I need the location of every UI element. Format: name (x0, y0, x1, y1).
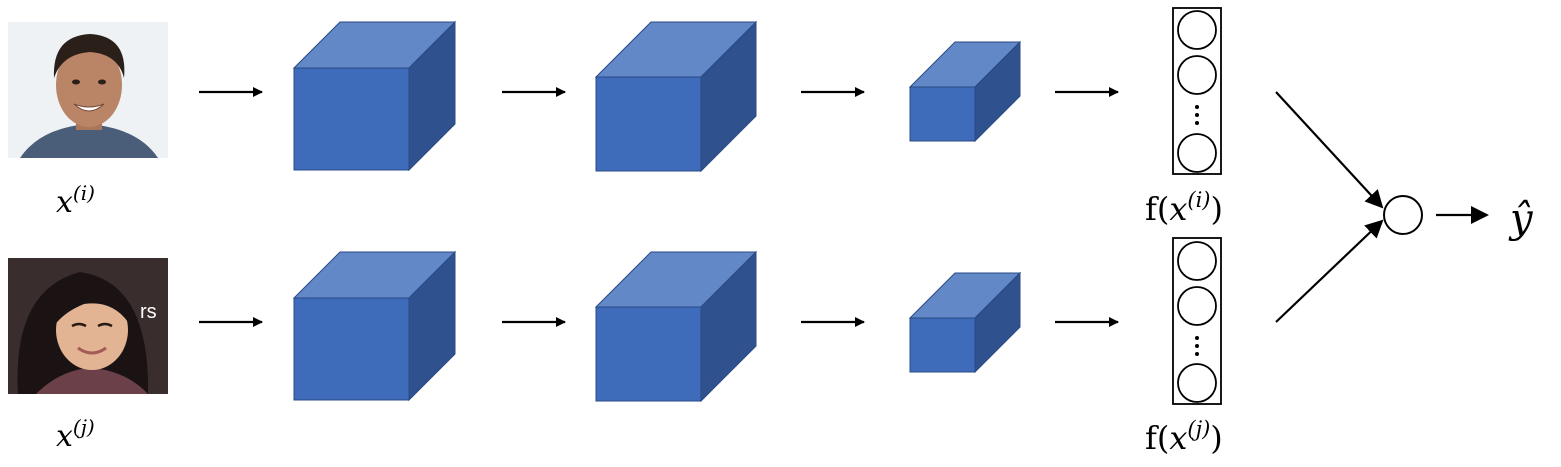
conv-block-3-top (908, 40, 1022, 143)
output-label-y-hat: ŷ (1508, 196, 1534, 242)
neuron-node (1177, 241, 1217, 281)
neuron-node (1177, 10, 1217, 50)
conv-block-1-bottom (292, 250, 457, 402)
input-label-j: x(j) (56, 415, 95, 454)
neuron-node (1177, 286, 1217, 326)
svg-text:rs: rs (140, 301, 157, 323)
neuron-node (1177, 133, 1217, 173)
conv-block-2-bottom (594, 250, 758, 403)
encoding-label-i: f(x(i)) (1145, 188, 1223, 228)
arrow-bottom-to-merge (1275, 219, 1384, 323)
encoding-vector-bottom (1172, 237, 1222, 405)
input-photo-woman: rs (8, 258, 168, 394)
neuron-node (1177, 363, 1217, 403)
encoding-vector-top (1172, 7, 1222, 175)
encoding-label-j: f(x(j)) (1145, 417, 1223, 457)
conv-block-1-top (292, 20, 457, 172)
input-photo-man (8, 22, 168, 158)
conv-block-2-top (594, 20, 758, 173)
neuron-node (1177, 55, 1217, 95)
merge-node (1383, 195, 1423, 235)
arrow-top-to-merge (1275, 91, 1384, 209)
input-label-i: x(i) (56, 181, 95, 220)
conv-block-3-bottom (908, 271, 1022, 374)
